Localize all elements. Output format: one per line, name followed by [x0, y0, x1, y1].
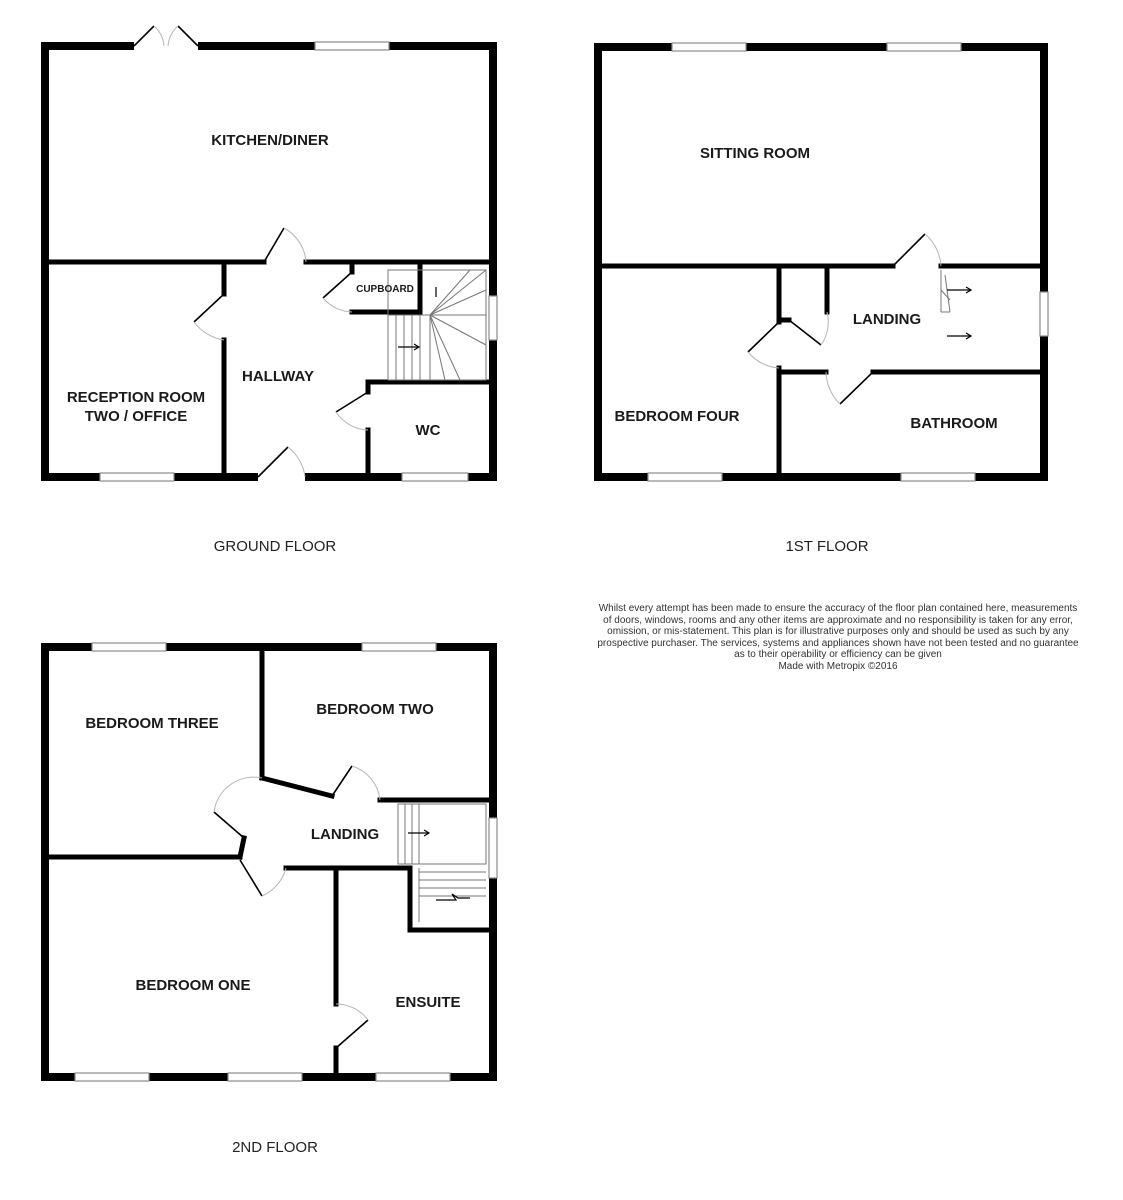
room-label-bedroom-three: BEDROOM THREE [85, 715, 218, 732]
disclaimer-credit: Made with Metropix ©2016 [778, 660, 898, 672]
window [886, 42, 962, 52]
room-label-landing-second: LANDING [311, 826, 379, 843]
second-floor-plan: BEDROOM THREE BEDROOM TWO LANDING BEDROO… [41, 642, 498, 1156]
window [1039, 291, 1049, 337]
first-floor-doors [747, 233, 942, 405]
room-label-reception-line2: TWO / OFFICE [85, 408, 188, 425]
room-label-bedroom-four: BEDROOM FOUR [615, 408, 740, 425]
window [74, 1072, 150, 1082]
window [91, 642, 167, 652]
window [361, 642, 437, 652]
room-label-bedroom-two: BEDROOM TWO [316, 701, 434, 718]
window [227, 1072, 303, 1082]
disclaimer-line: as to their operability or efficiency ca… [734, 649, 942, 660]
window [900, 472, 976, 482]
room-label-landing-first: LANDING [853, 311, 921, 328]
patio-doors [133, 25, 199, 47]
first-floor-stairs [940, 270, 973, 340]
floor-label-second: 2ND FLOOR [232, 1139, 318, 1156]
disclaimer-line: Whilst every attempt has been made to en… [598, 603, 1078, 614]
room-label-bathroom: BATHROOM [910, 415, 997, 432]
room-label-bedroom-one: BEDROOM ONE [135, 977, 250, 994]
first-floor-plan: SITTING ROOM LANDING BEDROOM FOUR BATHRO… [594, 42, 1049, 555]
window [375, 1072, 451, 1082]
window [647, 472, 723, 482]
ground-floor-stairs [387, 269, 487, 381]
window [401, 472, 469, 482]
floor-label-ground: GROUND FLOOR [214, 538, 337, 555]
window [314, 41, 390, 51]
ground-floor-doors [193, 227, 369, 478]
disclaimer-line: omission, or mis-statement. This plan is… [607, 626, 1069, 637]
room-label-wc: WC [416, 422, 441, 439]
ground-floor-plan: KITCHEN/DINER RECEPTION ROOM TWO / OFFIC… [41, 25, 498, 555]
second-floor-stairs [397, 803, 487, 922]
window [99, 472, 175, 482]
disclaimer-text: Whilst every attempt has been made to en… [548, 603, 1123, 672]
first-floor-outer-wall [594, 43, 1048, 481]
room-label-hallway: HALLWAY [242, 368, 314, 385]
disclaimer-line: prospective purchaser. The services, sys… [597, 637, 1079, 649]
window [488, 817, 498, 879]
room-label-cupboard: CUPBOARD [356, 284, 414, 295]
floor-label-first: 1ST FLOOR [785, 538, 868, 555]
window [488, 295, 498, 341]
room-label-reception-line1: RECEPTION ROOM [67, 389, 205, 406]
room-label-ensuite: ENSUITE [395, 994, 460, 1011]
second-floor-doors [213, 765, 381, 1049]
disclaimer-line: of doors, windows, rooms and any other i… [603, 614, 1073, 626]
room-label-sitting-room: SITTING ROOM [700, 145, 810, 162]
room-label-kitchen-diner: KITCHEN/DINER [211, 132, 329, 149]
window [671, 42, 747, 52]
